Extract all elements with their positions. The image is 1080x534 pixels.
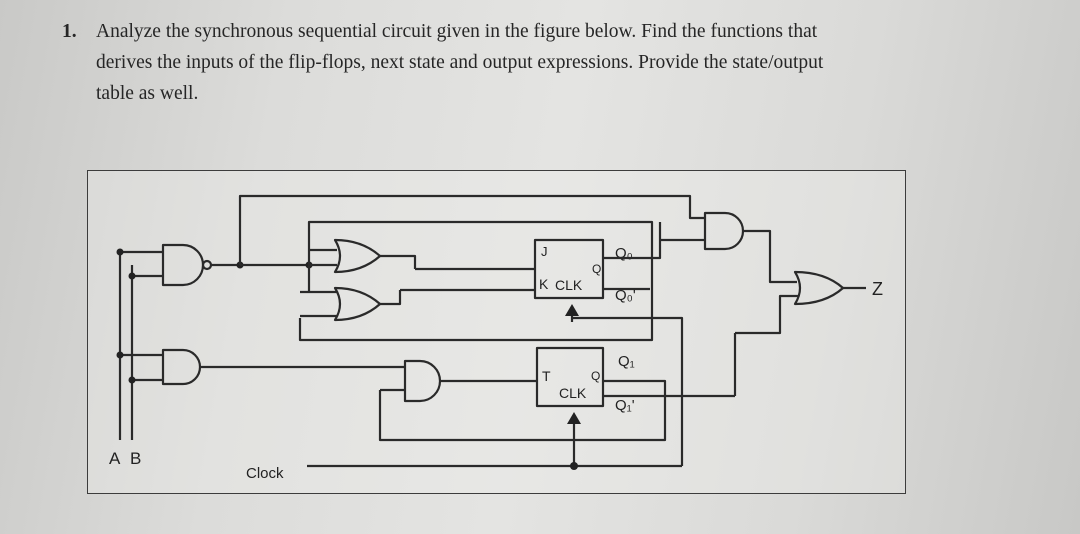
jk-q-label: Q	[592, 262, 601, 276]
jk-clk-label: CLK	[555, 277, 583, 293]
junction-dot	[128, 272, 136, 280]
q0-label: Q₀	[615, 245, 633, 262]
question-text: 1.Analyze the synchronous sequential cir…	[62, 16, 942, 109]
junction-dot	[116, 351, 124, 359]
q1-bar-label: Q₁'	[615, 397, 635, 414]
or-gate-output-z: Z	[735, 270, 883, 335]
question-line-2: derives the inputs of the flip-flops, ne…	[96, 52, 824, 73]
jk-j-label: J	[541, 244, 548, 259]
q1-label: Q₁	[618, 353, 635, 370]
output-z-label: Z	[872, 279, 883, 299]
q0-bar-label: Q₀'	[615, 287, 636, 304]
clock-label: Clock	[246, 465, 284, 482]
junction-dot	[570, 462, 578, 470]
and-gate-3	[380, 359, 537, 403]
junction-dot	[128, 376, 136, 384]
t-clk-label: CLK	[559, 385, 587, 401]
input-a-label: A	[109, 449, 121, 468]
jk-k-label: K	[539, 276, 549, 292]
jk-flip-flop: J K CLK Q Q₀ Q₀'	[400, 238, 636, 322]
junction-dot	[116, 248, 124, 256]
question-number: 1.	[62, 21, 77, 42]
t-t-label: T	[542, 368, 551, 384]
question-line-3: table as well.	[96, 83, 199, 104]
input-b-label: B	[130, 449, 141, 468]
and-gate-output-top	[690, 211, 797, 284]
question-line-1: 1.Analyze the synchronous sequential cir…	[62, 16, 942, 47]
or-gate-lower	[300, 265, 402, 322]
or-gate-upper	[298, 220, 654, 342]
and-gate-2	[120, 348, 405, 386]
t-q-label: Q	[591, 369, 600, 383]
t-flip-flop: T CLK Q Q₁ Q₁'	[535, 346, 635, 466]
